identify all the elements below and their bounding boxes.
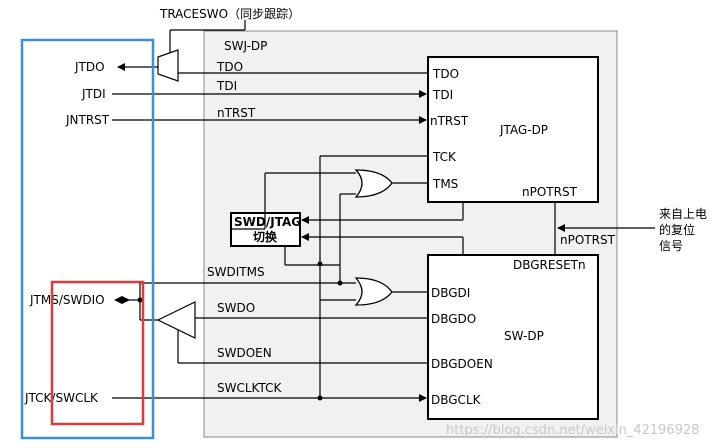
sig-swdoen: SWDOEN xyxy=(217,346,272,360)
sig-swditms: SWDITMS xyxy=(207,265,265,279)
jtag-dp-name: JTAG-DP xyxy=(499,123,548,137)
sig-tdo: TDO xyxy=(216,60,243,74)
watermark: https://blog.csdn.net/weixin_42196928 xyxy=(446,423,700,438)
reset-source-line3: 信号 xyxy=(659,239,683,253)
sw-port-dbgdi: DBGDI xyxy=(431,286,470,300)
junction-dots xyxy=(137,261,343,401)
jtag-port-tck: TCK xyxy=(432,150,457,164)
sig-tdi: TDI xyxy=(216,79,237,93)
red-highlight-box xyxy=(50,280,145,426)
jtag-port-tdo: TDO xyxy=(432,67,459,81)
wires xyxy=(112,20,655,402)
swj-dp-label: SWJ-DP xyxy=(224,39,267,53)
sw-dp-name: SW-DP xyxy=(504,329,544,343)
sig-swclktck: SWCLKTCK xyxy=(217,381,282,395)
pin-jtdo: JTDO xyxy=(74,60,105,74)
pin-jtck-swclk: JTCK/SWCLK xyxy=(24,391,99,405)
reset-source-line1: 来自上电 xyxy=(659,207,707,221)
swdio-buffer xyxy=(156,301,196,339)
pin-jtdi: JTDI xyxy=(81,87,106,101)
jtag-dp-block xyxy=(427,56,599,203)
switch-label-1: SWD/JTAG xyxy=(234,215,301,229)
jtag-port-ntrst: nTRST xyxy=(430,114,469,128)
pin-jntrst: JNTRST xyxy=(65,113,110,127)
blue-highlight-box xyxy=(20,38,155,440)
sw-port-dbgclk: DBGCLK xyxy=(431,393,482,407)
or-gate-tms xyxy=(354,169,393,198)
jtag-port-npotrst: nPOTRST xyxy=(522,185,578,199)
switch-label-2: 切换 xyxy=(253,229,278,244)
or-gate-dbgdi xyxy=(354,277,393,306)
jtag-port-tdi: TDI xyxy=(432,88,453,102)
sig-ntrst: nTRST xyxy=(217,106,256,120)
sig-swdo: SWDO xyxy=(217,301,255,315)
swdio-bidir-arrow xyxy=(114,296,130,304)
pin-jtms-swdio: JTMS/SWDIO xyxy=(29,293,105,307)
sw-dp-block xyxy=(427,254,599,420)
jtag-port-tms: TMS xyxy=(432,177,458,191)
sw-port-dbgdoen: DBGDOEN xyxy=(431,357,493,371)
traceswo-label: TRACESWO（同步跟踪） xyxy=(159,7,300,21)
sw-port-dbgdo: DBGDO xyxy=(431,312,476,326)
sw-port-dbgreset: DBGRESETn xyxy=(513,258,586,272)
jtdo-buffer xyxy=(157,49,179,82)
reset-source-line2: 的复位 xyxy=(659,222,695,237)
sig-npotrst: nPOTRST xyxy=(560,233,616,247)
